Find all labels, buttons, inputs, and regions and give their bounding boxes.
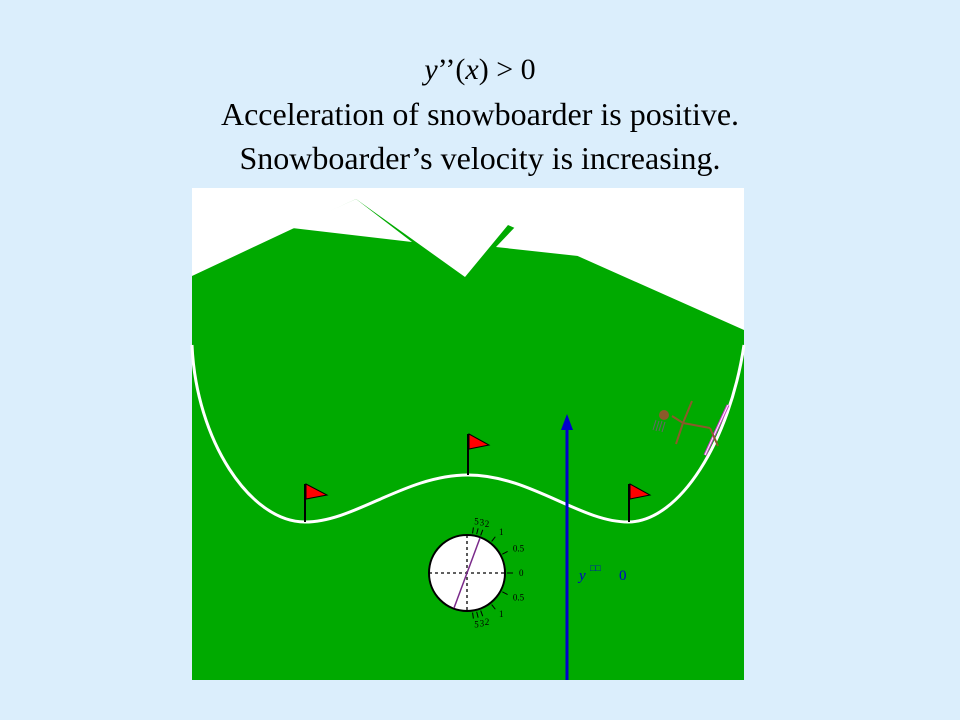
arrow-up-icon (561, 414, 573, 680)
dial-tick-mark (502, 550, 508, 555)
arrow-label-boxes: □□ (590, 563, 601, 573)
dial-tick-label-upper-4: 0.5 (513, 544, 525, 554)
dial-tick-label-upper-3: 1 (499, 527, 504, 537)
arrow-label-value: 0 (619, 568, 627, 584)
dial-tick-label-lower-1: 1 (499, 609, 504, 619)
snowboarder-icon (652, 400, 730, 456)
dial-tick-label-upper-1: 3 (480, 518, 485, 528)
equation-primes: ’’( (437, 53, 466, 86)
dial-tick-label-zero: 0 (519, 568, 524, 578)
snow-cap-right (496, 226, 578, 256)
equation-x: x (465, 53, 479, 86)
dial-tick-mark (472, 527, 474, 534)
dial-tick-label-lower-2: 2 (485, 617, 490, 627)
arrow-label-y: y (577, 568, 586, 584)
flag-icon (467, 433, 491, 475)
dial-tick-mark (502, 591, 508, 596)
dial-tick-label-lower-4: 5 (474, 619, 479, 629)
dial-tick-label-upper-2: 2 (485, 519, 490, 529)
dial-tick-mark (491, 536, 496, 542)
title-block: y’’(x) > 0 Acceleration of snowboarder i… (0, 48, 960, 180)
dial-tick-label-upper-0: 5 (474, 517, 479, 527)
snow-cap-left (292, 199, 412, 242)
dial-tick-mark (472, 612, 474, 619)
equation-y: y (424, 53, 438, 86)
dial-tick-label-lower-3: 3 (480, 618, 485, 628)
acceleration-caption: Acceleration of snowboarder is positive. (220, 96, 740, 132)
flag-icon (304, 483, 329, 522)
dial-tick-mark (480, 529, 484, 536)
equation-rest: ) > 0 (478, 53, 536, 86)
flag-icon (628, 483, 652, 522)
dial-tick-mark (476, 611, 479, 618)
equation-title: y’’(x) > 0 (0, 48, 960, 92)
dial-tick-mark (476, 528, 479, 535)
dial-tick-mark (480, 610, 484, 617)
dial-tick-label-lower-0: 0.5 (513, 592, 525, 602)
dial-tick-mark (491, 604, 496, 610)
velocity-caption: Snowboarder’s velocity is increasing. (239, 140, 721, 176)
